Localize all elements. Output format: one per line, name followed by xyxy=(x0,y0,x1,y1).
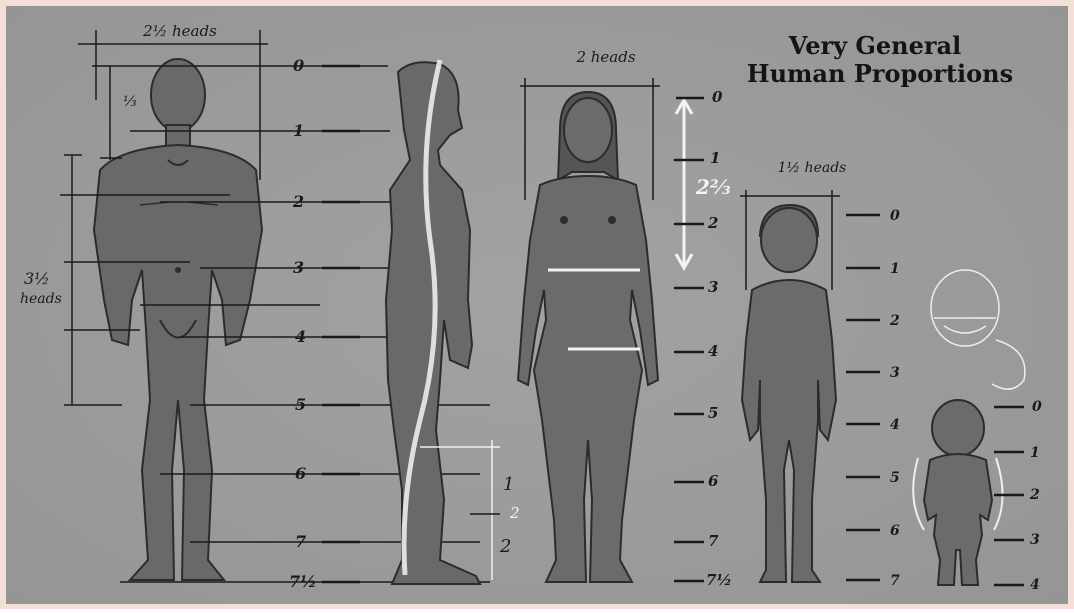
child-mark-1: 1 xyxy=(890,261,900,277)
female-mark-7-half: 7½ xyxy=(706,571,732,589)
female-mark-3: 3 xyxy=(708,278,718,296)
male-mark-0: 0 xyxy=(293,56,304,75)
title-line-2: Human Proportions xyxy=(747,59,1013,88)
male-mark-4: 4 xyxy=(295,327,306,346)
male-width-note: 2½ heads xyxy=(142,22,217,40)
female-mark-4: 4 xyxy=(708,342,718,360)
child-mark-4: 4 xyxy=(890,417,900,433)
male-mark-6: 6 xyxy=(295,464,306,483)
male-side-leg-note-fraction: 2 xyxy=(509,504,520,522)
toddler-mark-1: 1 xyxy=(1030,445,1040,461)
toddler-mark-0: 0 xyxy=(1032,399,1042,415)
child-mark-3: 3 xyxy=(890,365,900,381)
male-side-leg-note-upper: 1 xyxy=(503,474,514,495)
male-torso-note-number: 3½ xyxy=(24,269,50,288)
male-mark-1: 1 xyxy=(293,121,304,140)
female-mark-2: 2 xyxy=(707,214,718,232)
male-head-note: ⅓ xyxy=(123,94,137,110)
child-width-note: 1½ heads xyxy=(778,160,847,176)
title-line-1: Very General xyxy=(788,31,961,60)
child-mark-6: 6 xyxy=(890,523,900,539)
toddler-mark-3: 3 xyxy=(1030,532,1040,548)
female-mark-5: 5 xyxy=(708,404,718,422)
child-mark-2: 2 xyxy=(889,313,900,329)
male-mark-3: 3 xyxy=(293,258,304,277)
female-mark-1: 1 xyxy=(710,149,720,167)
female-mark-6: 6 xyxy=(708,472,719,490)
male-torso-note-unit: heads xyxy=(20,291,62,307)
toddler-mark-4: 4 xyxy=(1030,577,1040,593)
child-mark-7: 7 xyxy=(890,573,900,589)
female-width-note: 2 heads xyxy=(575,48,635,66)
toddler-mark-2: 2 xyxy=(1029,487,1040,503)
male-mark-2: 2 xyxy=(292,192,304,211)
female-mark-0: 0 xyxy=(712,88,723,106)
child-mark-5: 5 xyxy=(890,470,900,486)
male-side-leg-note-lower: 2 xyxy=(499,536,511,557)
male-mark-5: 5 xyxy=(295,395,306,414)
female-torso-note: 2⅔ xyxy=(695,175,731,199)
female-mark-7: 7 xyxy=(708,532,719,550)
male-mark-7: 7 xyxy=(295,532,306,551)
child-mark-0: 0 xyxy=(890,208,900,224)
male-mark-7-half: 7½ xyxy=(289,572,317,591)
